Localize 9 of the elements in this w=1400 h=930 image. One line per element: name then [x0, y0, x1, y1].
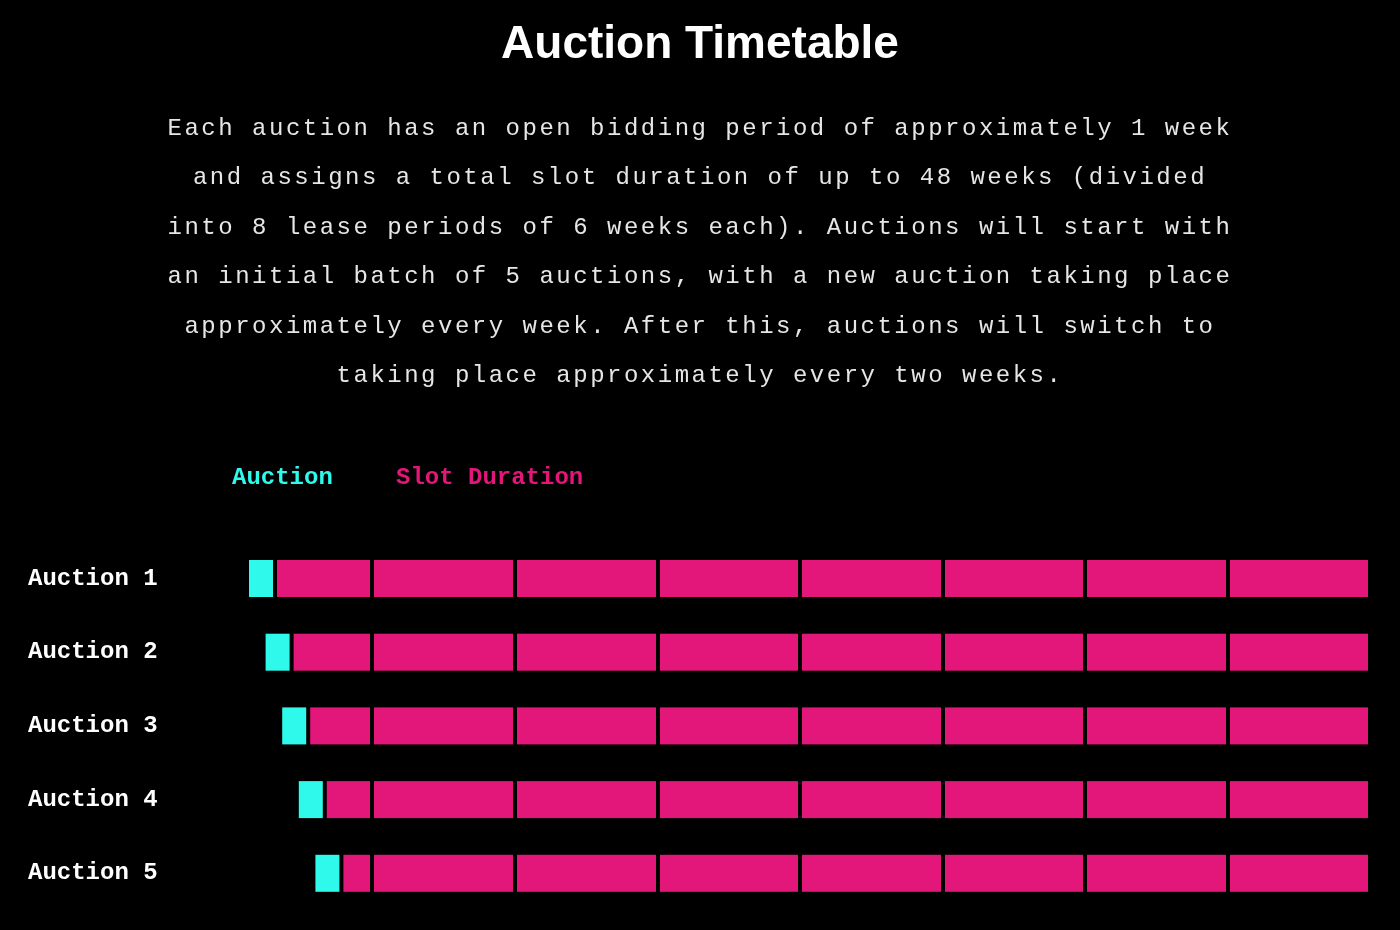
legend-label: Auction: [232, 463, 333, 493]
legend-label: Slot Duration: [396, 463, 584, 493]
row-label: Auction 1: [28, 563, 158, 594]
row-label: Auction 2: [28, 637, 158, 668]
row-label: Auction 3: [28, 710, 158, 741]
row-label: Auction 5: [28, 858, 158, 889]
row-label: Auction 4: [28, 784, 158, 815]
description-text: Each auction has an open bidding period of approximately 1 week and assigns a total slot duration of up to 48 weeks (divided into 8 lease periods of 6 weeks each). Auctions will start with an initial batch of 5 auctions, with a new auction taking place approximately every week. After this, auctions will switch to taking place approximately every two weeks.: [166, 114, 1234, 392]
title: Auction Timetable: [501, 15, 899, 70]
